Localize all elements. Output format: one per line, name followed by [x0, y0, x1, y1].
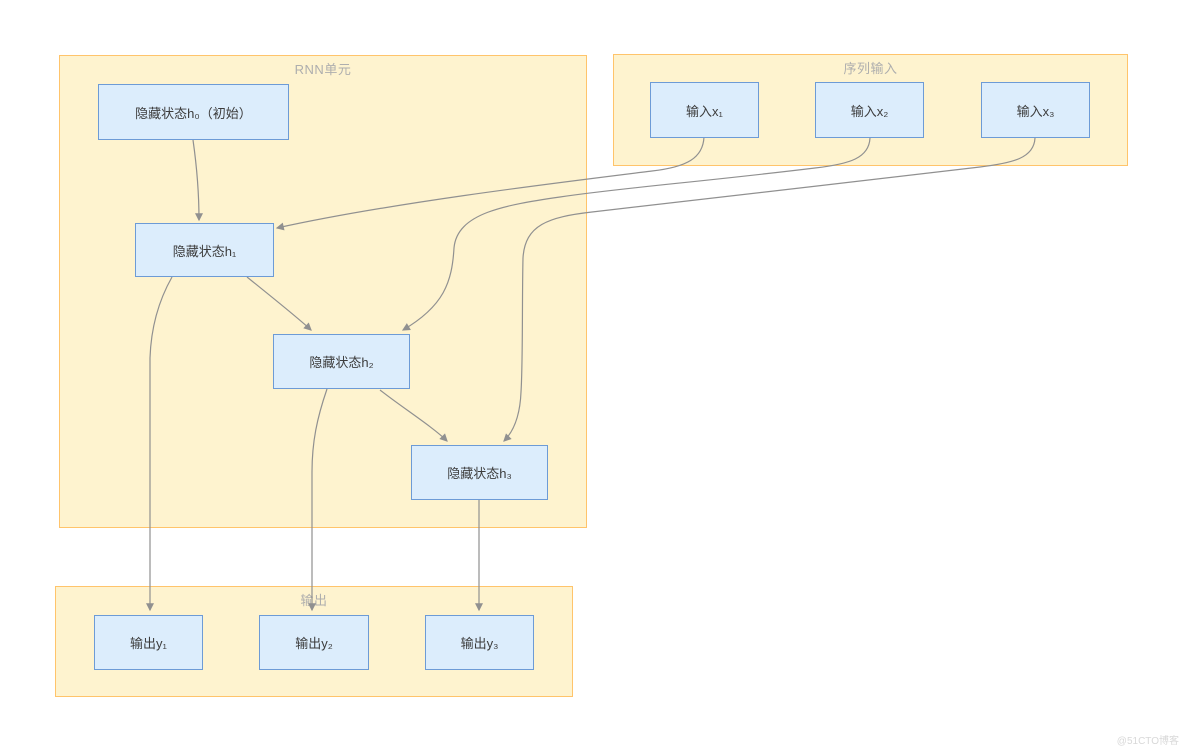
- node-h0: 隐藏状态h₀（初始）: [98, 84, 289, 140]
- node-label-x2: 输入x₂: [850, 103, 889, 119]
- node-h1: 隐藏状态h₁: [135, 223, 274, 277]
- node-label-y2: 输出y₂: [295, 636, 333, 651]
- node-y2: 输出y₂: [259, 615, 369, 670]
- node-x3: 输入x₃: [981, 82, 1090, 138]
- node-label-h1: 隐藏状态h₁: [172, 243, 237, 259]
- node-h2: 隐藏状态h₂: [273, 334, 410, 389]
- node-label-y1: 输出y₁: [130, 636, 167, 651]
- node-label-h3: 隐藏状态h₃: [447, 466, 512, 481]
- group-title-output: 输出: [300, 593, 328, 608]
- group-title-rnn-unit: RNN单元: [294, 62, 352, 77]
- watermark: @51CTO博客: [1116, 736, 1179, 747]
- node-label-h2: 隐藏状态h₂: [309, 355, 374, 370]
- node-label-x1: 输入x₁: [686, 103, 723, 119]
- node-x1: 输入x₁: [650, 82, 759, 138]
- node-x2: 输入x₂: [815, 82, 924, 138]
- node-label-x3: 输入x₃: [1016, 103, 1055, 119]
- node-label-y3: 输出y₃: [460, 636, 499, 651]
- node-h3: 隐藏状态h₃: [411, 445, 548, 500]
- node-y3: 输出y₃: [425, 615, 534, 670]
- node-label-h0: 隐藏状态h₀（初始）: [135, 105, 252, 121]
- node-y1: 输出y₁: [94, 615, 203, 670]
- group-title-sequence-input: 序列输入: [843, 61, 898, 76]
